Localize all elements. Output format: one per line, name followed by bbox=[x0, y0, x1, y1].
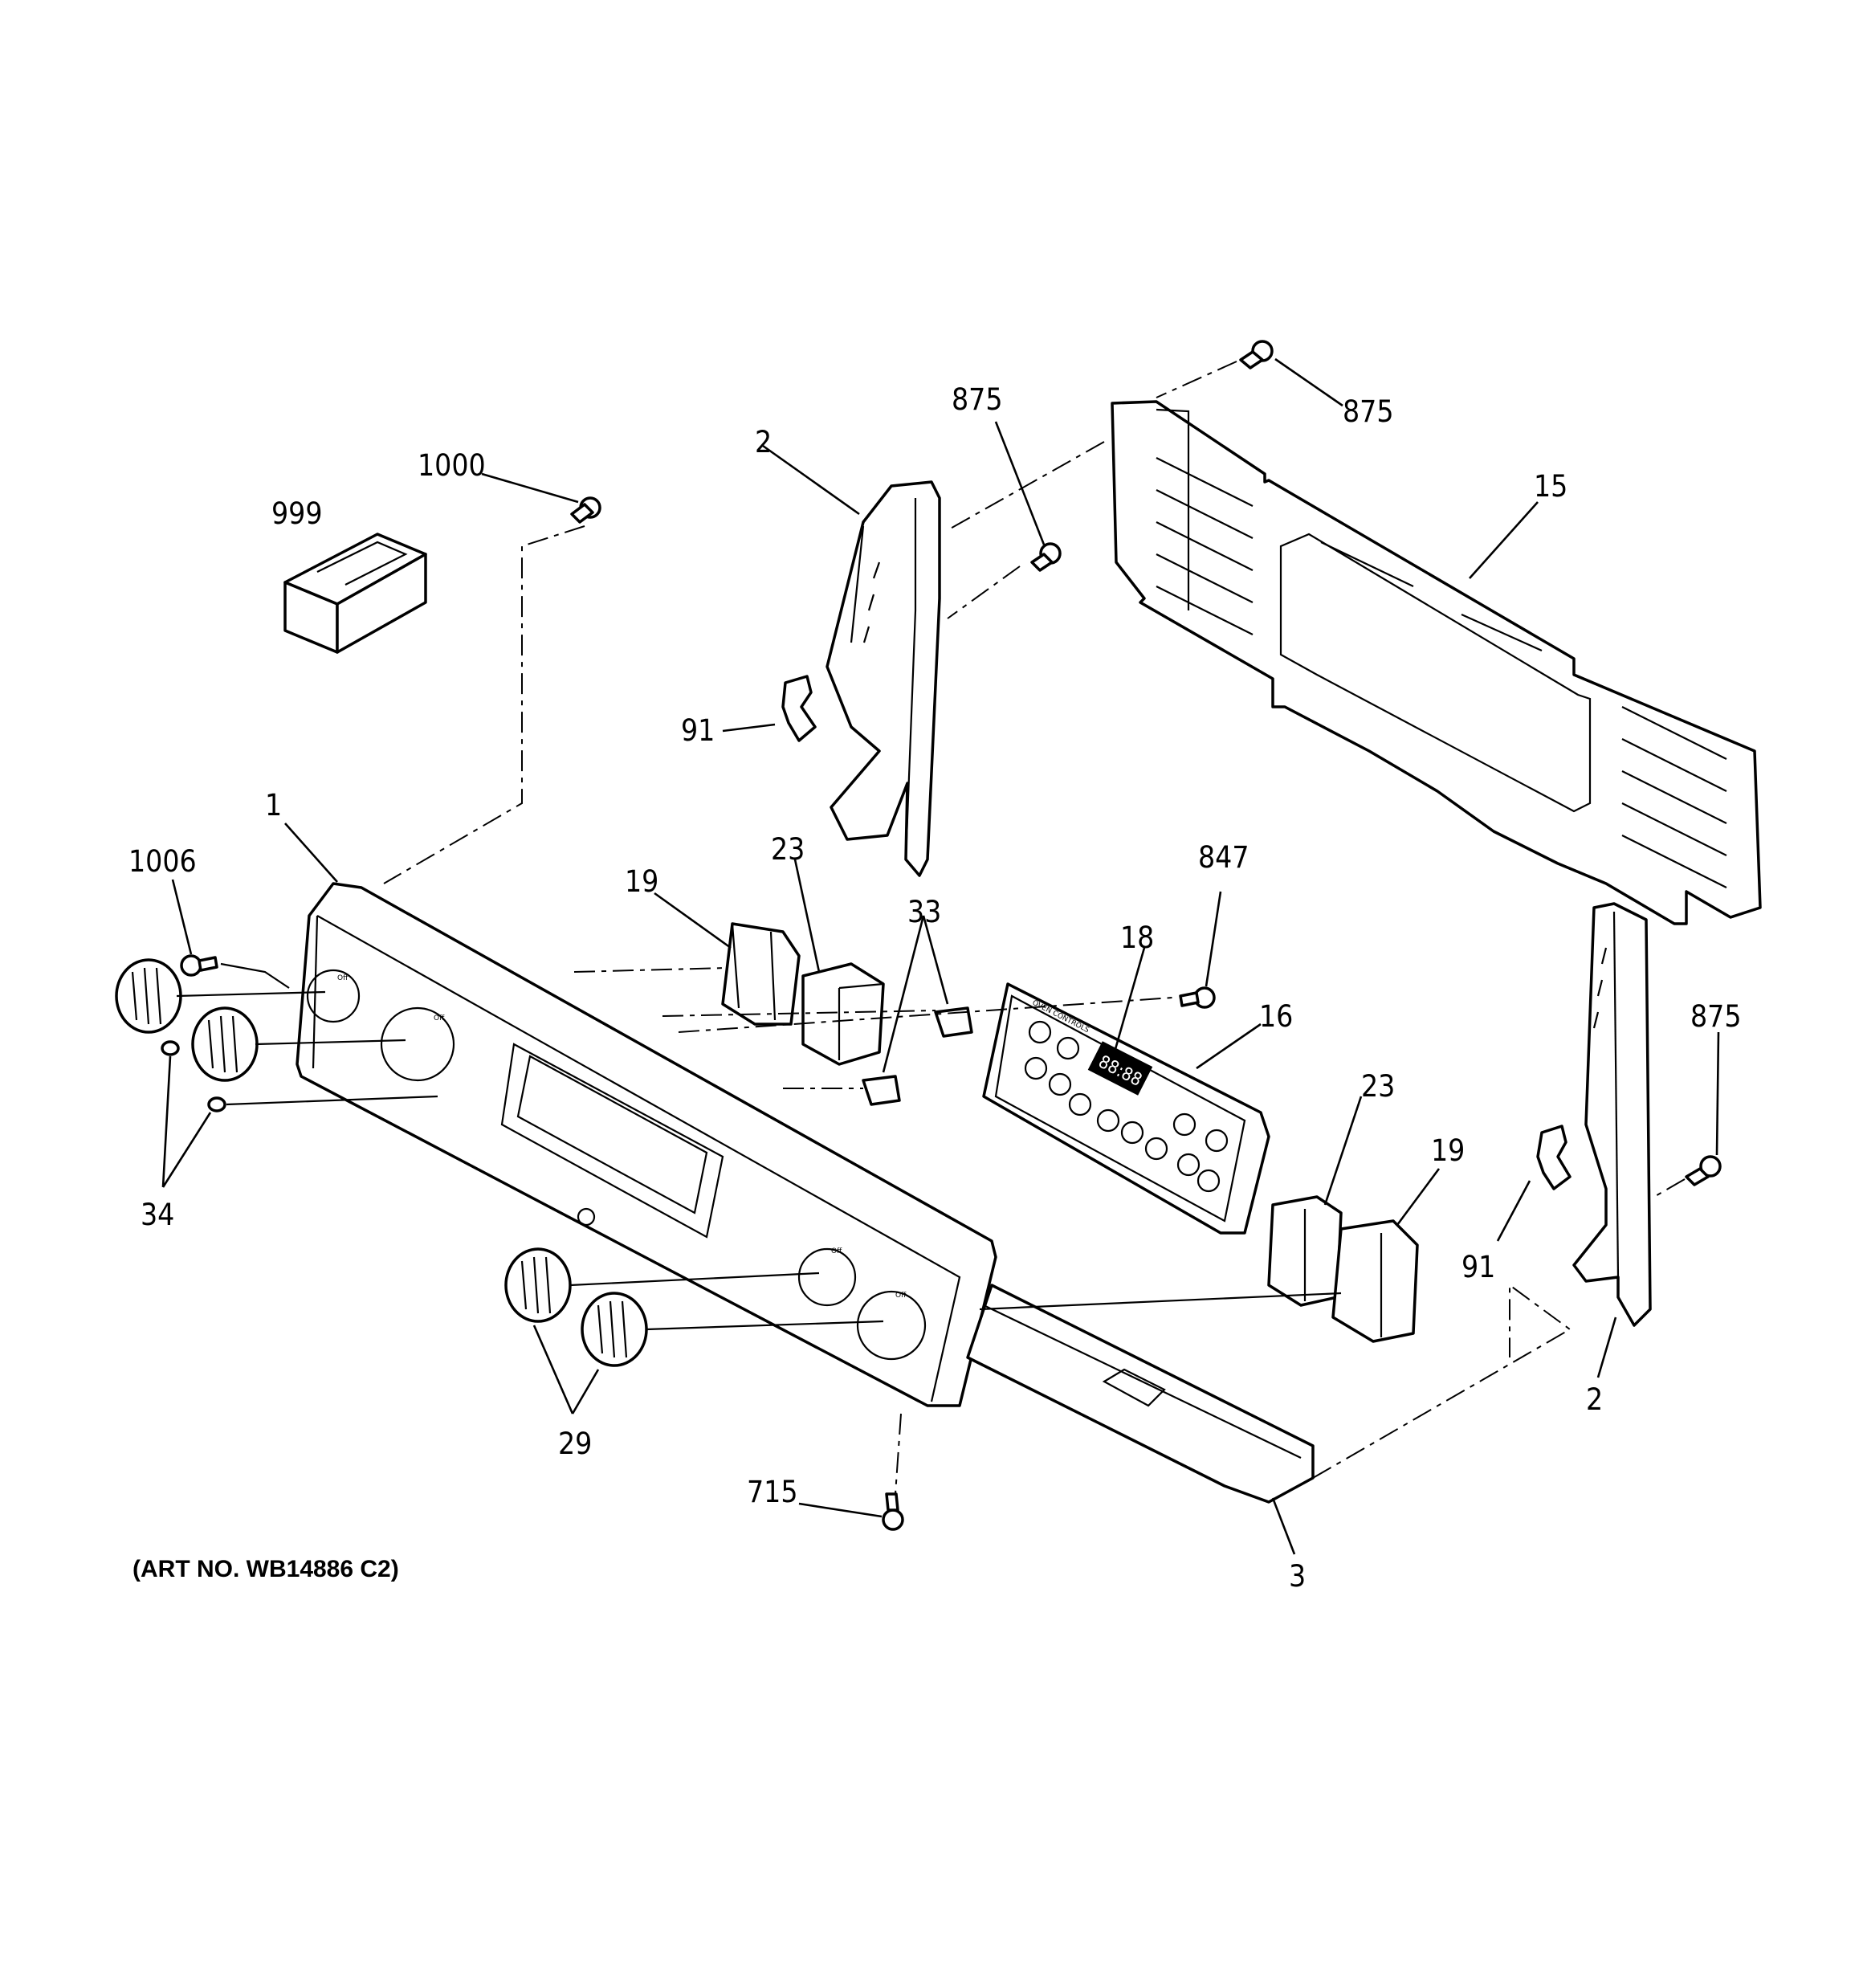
label-29: 29 bbox=[558, 1427, 592, 1461]
label-715: 715 bbox=[747, 1475, 798, 1509]
panel-text-off-3: Off bbox=[831, 1247, 842, 1255]
label-2-left: 2 bbox=[755, 425, 772, 459]
label-1: 1 bbox=[265, 788, 282, 823]
part-2-end-cap-left bbox=[826, 480, 941, 877]
part-16-control-board: 88:88 OVEN CONTROLS bbox=[982, 982, 1270, 1235]
panel-text-off-2: Off bbox=[434, 1014, 445, 1023]
part-29-knob-1 bbox=[504, 1247, 572, 1323]
label-23-left: 23 bbox=[771, 832, 805, 867]
label-33: 33 bbox=[907, 895, 941, 929]
label-875-top: 875 bbox=[1343, 394, 1394, 429]
part-875-screw-right bbox=[1685, 1155, 1722, 1186]
leader-dash-875-top bbox=[1156, 361, 1237, 398]
part-875-screw-top bbox=[1239, 340, 1274, 369]
part-3-trim bbox=[966, 1284, 1315, 1504]
label-875-mid: 875 bbox=[952, 382, 1003, 417]
label-1000: 1000 bbox=[418, 448, 486, 483]
part-91-clip-left bbox=[781, 675, 817, 742]
part-23-switch-right bbox=[1267, 1195, 1343, 1307]
label-15: 15 bbox=[1534, 469, 1567, 504]
panel-text-off-1: Off bbox=[337, 974, 349, 982]
label-91-left: 91 bbox=[681, 713, 715, 748]
part-1000-screw bbox=[570, 496, 601, 524]
label-2-right: 2 bbox=[1586, 1382, 1603, 1417]
label-847: 847 bbox=[1198, 840, 1249, 875]
label-19-left: 19 bbox=[625, 864, 658, 899]
art-number: (ART NO. WB14886 C2) bbox=[132, 1556, 399, 1582]
part-15-back-bracket bbox=[1111, 400, 1762, 925]
part-19-switch-left bbox=[721, 922, 801, 1026]
label-875-right: 875 bbox=[1690, 999, 1742, 1034]
part-23-switch-left bbox=[801, 962, 885, 1066]
part-999-box bbox=[283, 533, 427, 654]
part-19-switch-right bbox=[1331, 1219, 1419, 1343]
part-91-clip-right bbox=[1536, 1125, 1572, 1190]
knob-left-1 bbox=[115, 958, 182, 1034]
part-847-screw bbox=[1179, 986, 1216, 1009]
part-2-end-cap-right bbox=[1572, 902, 1652, 1327]
label-999: 999 bbox=[271, 496, 323, 531]
part-labels: 999 1000 2 875 875 15 91 1 1006 19 23 33… bbox=[128, 382, 1742, 1594]
part-875-screw-middle bbox=[1030, 542, 1062, 572]
label-3: 3 bbox=[1289, 1559, 1306, 1594]
part-29-knob-2 bbox=[581, 1292, 648, 1367]
part-1-control-panel: Off Off Off Off bbox=[296, 882, 997, 1407]
part-1006-screw bbox=[180, 954, 218, 977]
part-33-switch-2 bbox=[862, 1075, 901, 1106]
part-34-plugs bbox=[161, 1040, 226, 1112]
label-34: 34 bbox=[141, 1198, 174, 1232]
panel-text-off-4: Off bbox=[895, 1292, 907, 1300]
label-16: 16 bbox=[1259, 999, 1293, 1034]
leader-lines bbox=[161, 357, 1720, 1555]
label-23-right: 23 bbox=[1361, 1069, 1395, 1104]
label-91-right: 91 bbox=[1461, 1250, 1495, 1284]
leader-dash-875-mid bbox=[947, 441, 1105, 619]
label-18: 18 bbox=[1120, 921, 1154, 955]
part-33-switch-1 bbox=[934, 1006, 973, 1038]
leader-dash-875-right bbox=[1653, 1178, 1686, 1198]
assembly-dashes bbox=[176, 962, 1572, 1495]
label-1006: 1006 bbox=[128, 844, 197, 879]
leader-dash-1000 bbox=[383, 525, 585, 884]
part-715-screw bbox=[882, 1492, 904, 1531]
label-19-right: 19 bbox=[1431, 1133, 1465, 1168]
knob-left-2 bbox=[191, 1006, 259, 1082]
